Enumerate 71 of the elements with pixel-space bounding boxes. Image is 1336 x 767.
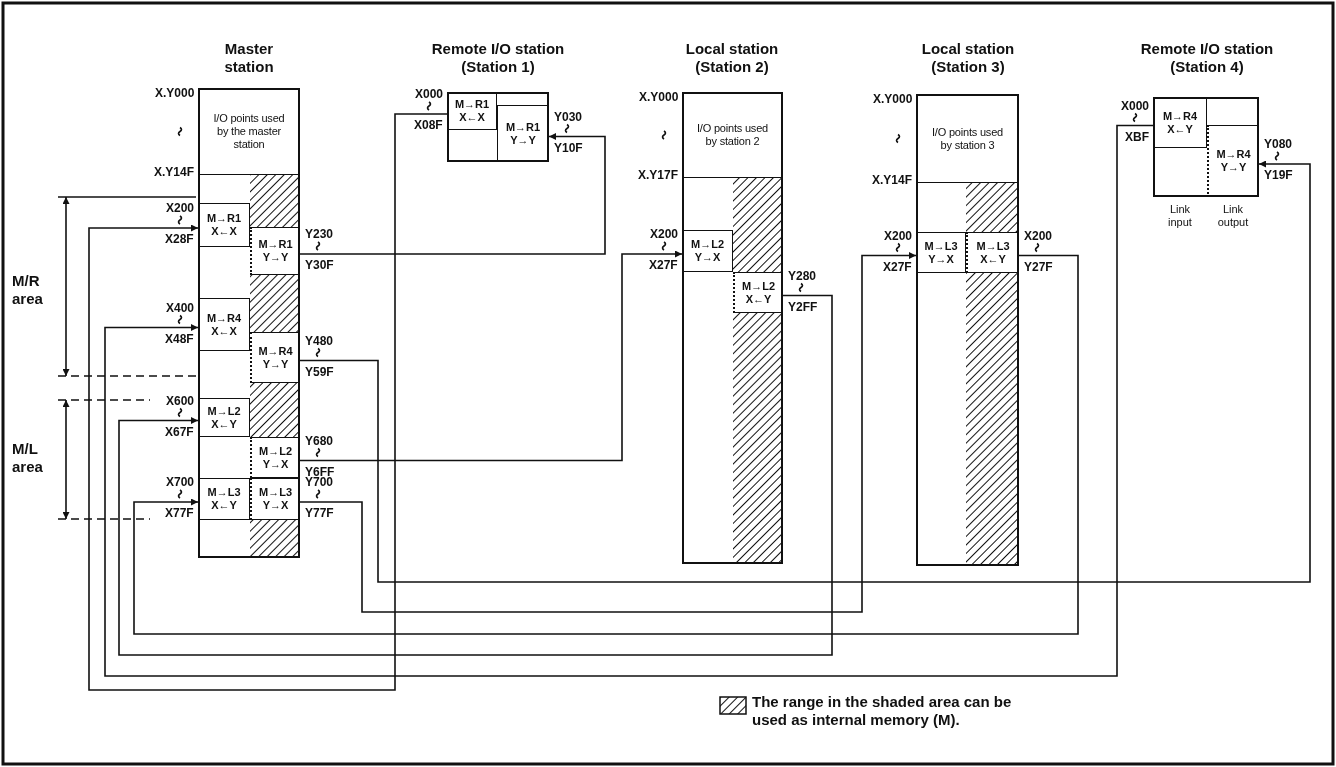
link-area-block: M→L2 X←Y <box>733 272 783 313</box>
address-label: X200 <box>884 228 913 243</box>
address-label: X28F <box>165 232 194 246</box>
address-label: Y59F <box>305 364 334 379</box>
link-area-block: M→R4 Y→Y <box>250 332 300 383</box>
address-label: Y080 <box>1264 137 1293 151</box>
link-area-block: M→L2 Y→X <box>250 437 300 478</box>
link-area-block: M→L3 Y→X <box>250 478 300 520</box>
link-area-block: M→L2 X←Y <box>198 398 250 437</box>
address-label: X.Y14F <box>872 173 913 187</box>
address-label: X000 <box>415 87 444 101</box>
station-heading: Local station (Station 3) <box>920 40 1016 76</box>
legend-text: The range in the shaded area can be used as internal memory (M). <box>752 693 1013 729</box>
address-label: X.Y000 <box>639 90 679 104</box>
connector-arrow <box>133 254 1079 635</box>
station-heading: Remote I/O station (Station 4) <box>1139 40 1275 76</box>
link-area-block: M→R4 X←X <box>198 298 250 351</box>
address-label: Y27F <box>1024 259 1053 274</box>
link-area-block: M→R1 X←X <box>447 92 497 130</box>
link-area-block: M→R4 Y→Y <box>1207 125 1259 197</box>
link-area-block: M→L3 X←Y <box>966 232 1019 273</box>
address-label: X600 <box>166 393 195 408</box>
station-heading: Remote I/O station (Station 1) <box>430 40 566 76</box>
address-label: X.Y17F <box>638 168 679 182</box>
connector-arrow <box>299 133 606 255</box>
address-label: Y030 <box>554 109 583 124</box>
address-label: X27F <box>649 258 678 272</box>
address-label: X200 <box>650 227 679 241</box>
address-label: Y77F <box>305 506 334 520</box>
connector-arrow <box>118 294 833 656</box>
area-label: M/R area <box>12 272 44 308</box>
connector-arrow <box>88 113 448 691</box>
column-caption: Link input <box>1167 203 1193 229</box>
area-label: M/L area <box>12 440 44 476</box>
address-label: X67F <box>165 424 194 439</box>
address-label: Y680 <box>305 433 334 448</box>
station-heading: Local station (Station 2) <box>684 40 780 76</box>
address-label: X000 <box>1121 98 1150 113</box>
link-area-block: M→L2 Y→X <box>682 230 733 272</box>
address-label: X.Y000 <box>873 92 913 106</box>
address-label: X400 <box>166 300 195 315</box>
address-label: Y30F <box>305 258 334 272</box>
connector-arrow <box>299 252 917 613</box>
address-label: X08F <box>414 118 443 132</box>
column-caption: Link output <box>1216 203 1250 229</box>
link-area-block: M→R4 X←Y <box>1153 97 1207 148</box>
station-heading: Master station <box>223 40 275 76</box>
connector-arrow <box>104 124 1154 677</box>
link-area-block: M→R1 Y→Y <box>250 227 300 275</box>
address-label: Y280 <box>788 268 817 283</box>
address-label: X27F <box>883 259 912 274</box>
link-area-block: M→R1 Y→Y <box>497 105 549 162</box>
link-area-block: M→L3 X←Y <box>198 478 250 520</box>
address-label: Y230 <box>305 227 334 241</box>
address-label: X48F <box>165 331 194 346</box>
address-label: X700 <box>166 475 195 489</box>
address-label: XBF <box>1125 129 1149 144</box>
address-label: Y480 <box>305 333 334 348</box>
address-label: X200 <box>166 201 195 215</box>
address-label: X77F <box>165 506 194 520</box>
address-label: X.Y14F <box>154 165 195 179</box>
connector-arrow <box>299 250 683 462</box>
link-area-block: M→L3 Y→X <box>916 232 966 273</box>
address-label: X200 <box>1024 228 1053 243</box>
link-area-block: M→R1 X←X <box>198 203 250 247</box>
address-label: Y2FF <box>788 299 818 314</box>
address-label: Y700 <box>305 475 334 489</box>
address-label: Y10F <box>554 140 583 155</box>
connector-arrow <box>299 160 1311 583</box>
address-label: X.Y000 <box>155 86 195 100</box>
address-label: Y19F <box>1264 168 1293 182</box>
